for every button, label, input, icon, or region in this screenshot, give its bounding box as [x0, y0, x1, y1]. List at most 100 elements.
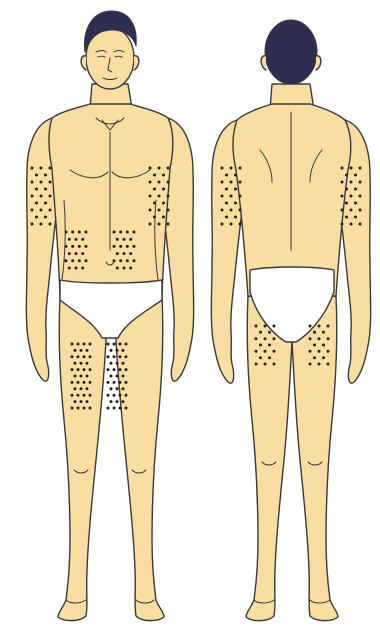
injection-dot [313, 344, 316, 347]
injection-dot [341, 167, 344, 170]
front-ear-left [81, 56, 86, 70]
injection-dot [158, 167, 161, 170]
injection-dot [44, 174, 47, 177]
injection-dot [230, 181, 233, 184]
injection-dot [83, 368, 86, 371]
injection-dot [123, 267, 126, 270]
injection-dot [116, 362, 119, 365]
injection-dot [125, 381, 128, 384]
injection-dot [116, 387, 119, 390]
injection-dot [341, 195, 344, 198]
injection-dot [119, 245, 122, 248]
front-left-leg [114, 296, 164, 621]
injection-dot [129, 238, 132, 241]
injection-dot [133, 245, 136, 248]
injection-dot [162, 188, 165, 191]
injection-dot [80, 400, 83, 403]
injection-dot [322, 331, 325, 334]
injection-dot [110, 362, 113, 365]
injection-dot [78, 231, 81, 234]
injection-dot [75, 267, 78, 270]
injection-dot [80, 362, 83, 365]
injection-dot [119, 231, 122, 234]
injection-dot [268, 356, 271, 359]
injection-dot [318, 325, 321, 328]
injection-dot [49, 223, 52, 226]
injection-dot [133, 259, 136, 262]
injection-dot [113, 394, 116, 397]
back-ear-right [316, 56, 321, 70]
injection-dot [85, 259, 88, 262]
injection-dot [75, 252, 78, 255]
injection-dot [268, 344, 271, 347]
injection-dot [86, 362, 89, 365]
injection-dot [309, 337, 312, 340]
injection-dot [318, 350, 321, 353]
injection-dot [255, 363, 258, 366]
injection-dot [167, 195, 170, 198]
injection-dot [86, 387, 89, 390]
injection-dot [158, 209, 161, 212]
injection-dot [125, 394, 128, 397]
injection-dot [113, 381, 116, 384]
injection-dot [255, 337, 258, 340]
injection-dot [44, 202, 47, 205]
injection-dot [359, 195, 362, 198]
injection-dot [68, 238, 71, 241]
injection-dot [71, 394, 74, 397]
injection-dot [230, 223, 233, 226]
injection-dot [264, 337, 267, 340]
injection-dot [259, 344, 262, 347]
injection-dot [116, 349, 119, 352]
injection-dot [116, 400, 119, 403]
injection-dot [322, 356, 325, 359]
injection-dot [81, 252, 84, 255]
injection-dot [153, 174, 156, 177]
injection-dot [83, 343, 86, 346]
injection-dot [234, 188, 237, 191]
injection-dot [259, 356, 262, 359]
injection-dot [123, 252, 126, 255]
injection-dot [119, 407, 122, 410]
injection-dot [264, 325, 267, 328]
injection-dot [350, 181, 353, 184]
injection-dot [273, 363, 276, 366]
injection-dot [129, 252, 132, 255]
injection-dot [327, 363, 330, 366]
injection-dot [122, 375, 125, 378]
injection-dot [83, 394, 86, 397]
injection-dot [71, 368, 74, 371]
injection-dot [65, 231, 68, 234]
injection-dot [309, 350, 312, 353]
injection-dot [230, 167, 233, 170]
injection-dot [264, 350, 267, 353]
injection-dot [107, 368, 110, 371]
injection-dot [221, 181, 224, 184]
injection-dot [71, 231, 74, 234]
injection-dot [345, 202, 348, 205]
injection-dot [31, 167, 34, 170]
injection-dot [123, 238, 126, 241]
injection-dot [74, 362, 77, 365]
injection-dot [71, 381, 74, 384]
injection-dot [77, 407, 80, 410]
back-figure [211, 20, 370, 621]
injection-dot [71, 355, 74, 358]
injection-dot [350, 223, 353, 226]
injection-dot [345, 188, 348, 191]
injection-dot [85, 231, 88, 234]
injection-dot [149, 181, 152, 184]
injection-dot [49, 209, 52, 212]
injection-dot [149, 195, 152, 198]
injection-dot [86, 400, 89, 403]
injection-dot [126, 245, 129, 248]
injection-dot [113, 231, 116, 234]
injection-dot [122, 349, 125, 352]
injection-dot [350, 167, 353, 170]
injection-dot [40, 167, 43, 170]
injection-dot [75, 238, 78, 241]
injection-dot [167, 209, 170, 212]
injection-dot [89, 343, 92, 346]
injection-dot [149, 223, 152, 226]
injection-dot [350, 195, 353, 198]
